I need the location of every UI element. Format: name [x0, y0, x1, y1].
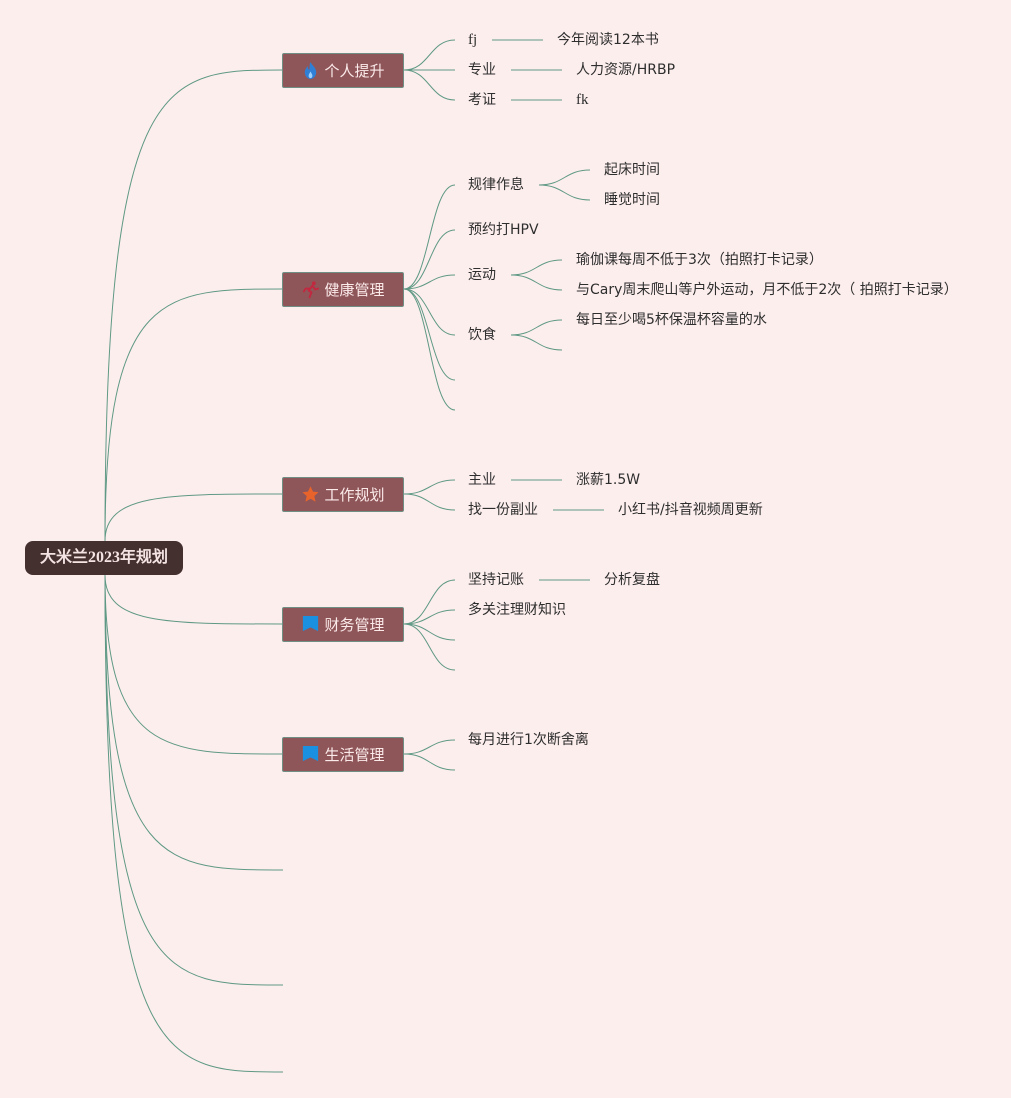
root-connector: [104, 574, 284, 1073]
branch-connector: [403, 579, 456, 625]
branch-connector: [403, 288, 456, 381]
branch-connector: [403, 623, 456, 641]
root-connector: [104, 493, 284, 542]
branch-connector: [403, 69, 456, 101]
branch-label: 健康管理: [324, 281, 385, 299]
branch-label: 个人提升: [324, 62, 385, 80]
leaf-wake-time[interactable]: 起床时间: [604, 162, 660, 178]
branch-connector: [403, 229, 456, 290]
branch-connector: [403, 493, 456, 511]
subtopic-major[interactable]: 专业: [468, 62, 496, 78]
branch-connector: [403, 479, 456, 495]
subtopic-finance-knowledge[interactable]: 多关注理财知识: [468, 602, 566, 618]
branch-work[interactable]: 工作规划: [282, 477, 404, 512]
subtopic-declutter[interactable]: 每月进行1次断舍离: [468, 732, 589, 748]
subtopic-fj[interactable]: fj: [468, 32, 478, 48]
branch-connector: [403, 39, 456, 71]
subtopic-certificate[interactable]: 考证: [468, 92, 496, 108]
branch-label: 生活管理: [324, 746, 385, 764]
branch-connector: [403, 288, 456, 336]
leaf-reading[interactable]: 今年阅读12本书: [557, 32, 659, 48]
branch-connector: [403, 184, 456, 290]
root-connector: [104, 574, 284, 625]
branch-connector: [403, 609, 456, 625]
branch-connector: [403, 274, 456, 290]
branch-life[interactable]: 生活管理: [282, 737, 404, 772]
exercise-icon: [301, 280, 320, 299]
leaf-hiking[interactable]: 与Cary周末爬山等户外运动，月不低于2次（ 拍照打卡记录）: [576, 282, 958, 298]
leaf-connector: [510, 319, 563, 336]
branch-health[interactable]: 健康管理: [282, 272, 404, 307]
star-icon: [301, 485, 320, 504]
branch-finance[interactable]: 财务管理: [282, 607, 404, 642]
branch-label: 工作规划: [324, 486, 385, 504]
root-topic[interactable]: 大米兰2023年规划: [25, 541, 183, 575]
flame-icon: [301, 61, 320, 80]
branch-connector: [403, 739, 456, 755]
leaf-connector: [538, 184, 591, 201]
subtopic-main-job[interactable]: 主业: [468, 472, 496, 488]
branch-connector: [403, 288, 456, 411]
root-connector: [104, 574, 284, 871]
subtopic-exercise[interactable]: 运动: [468, 267, 496, 283]
leaf-review[interactable]: 分析复盘: [604, 572, 660, 588]
leaf-fk[interactable]: fk: [576, 92, 589, 108]
branch-personal-growth[interactable]: 个人提升: [282, 53, 404, 88]
leaf-raise[interactable]: 涨薪1.5W: [576, 472, 641, 488]
leaf-hrbp[interactable]: 人力资源/HRBP: [576, 62, 676, 78]
flag-icon: [301, 745, 320, 764]
branch-connector: [403, 753, 456, 771]
subtopic-bookkeeping[interactable]: 坚持记账: [468, 572, 524, 588]
leaf-connector: [538, 169, 591, 186]
subtopic-diet[interactable]: 饮食: [468, 327, 496, 343]
leaf-connector: [510, 274, 563, 291]
root-connector: [104, 574, 284, 986]
subtopic-routine[interactable]: 规律作息: [468, 177, 524, 193]
leaf-yoga[interactable]: 瑜伽课每周不低于3次（拍照打卡记录）: [576, 252, 823, 268]
leaf-connector: [510, 259, 563, 276]
leaf-connector: [510, 334, 563, 351]
branch-connector: [403, 623, 456, 671]
flag-icon: [301, 615, 320, 634]
leaf-water[interactable]: 每日至少喝5杯保温杯容量的水: [576, 312, 767, 328]
root-connector: [104, 69, 284, 542]
leaf-sleep-time[interactable]: 睡觉时间: [604, 192, 660, 208]
subtopic-side-job[interactable]: 找一份副业: [468, 502, 538, 518]
leaf-video-updates[interactable]: 小红书/抖音视频周更新: [618, 502, 763, 518]
root-connector: [104, 574, 284, 755]
branch-label: 财务管理: [324, 616, 385, 634]
subtopic-hpv[interactable]: 预约打HPV: [468, 222, 539, 238]
root-connector: [104, 288, 284, 542]
